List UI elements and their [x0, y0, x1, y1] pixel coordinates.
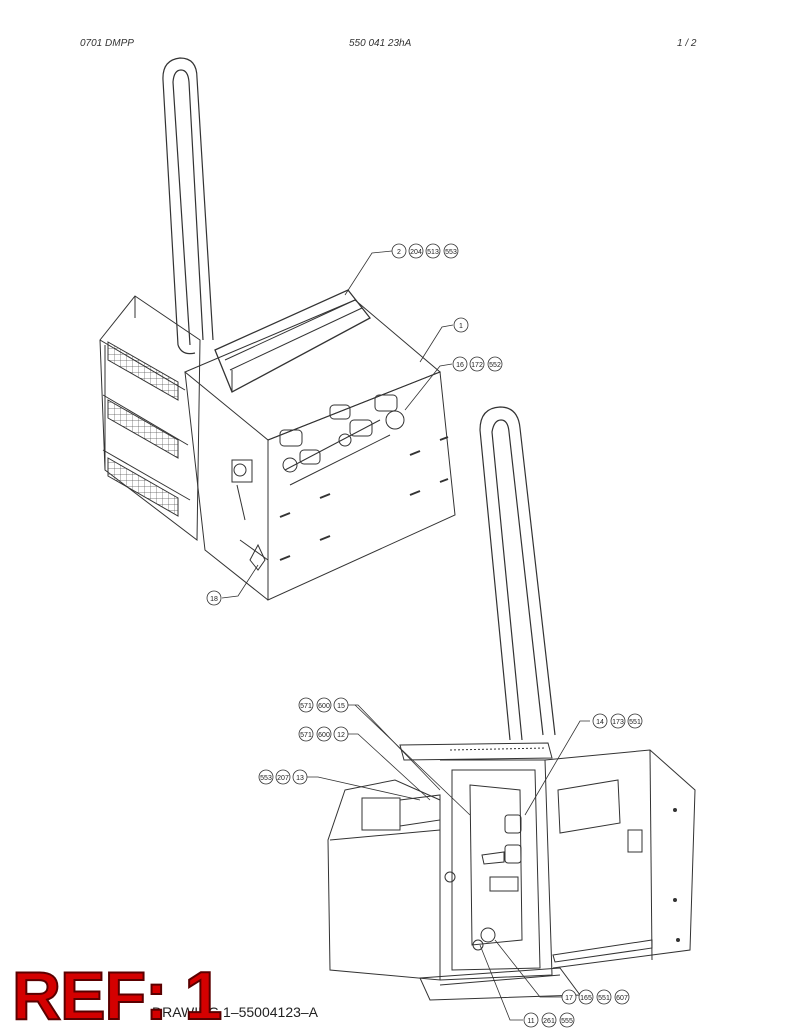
balloon-551-b — [596, 989, 612, 1005]
balloon-16-label: 16 — [456, 362, 464, 369]
drawing-number: DRAWING 1–55004123–A — [152, 1004, 319, 1020]
balloon-label: 600 — [318, 732, 330, 739]
balloon-label: 14 — [596, 719, 604, 726]
balloon-207 — [275, 769, 291, 785]
balloon-172 — [469, 356, 485, 372]
balloon-label: 571 — [300, 703, 312, 710]
balloon-607 — [614, 989, 630, 1005]
balloon-18-label: 18 — [210, 596, 218, 603]
balloon-600-a — [316, 697, 332, 713]
ref-stamp: REF: 1 — [11, 958, 223, 1034]
balloon-1-label: 1 — [459, 323, 463, 330]
balloon-2-label: 2 — [397, 249, 401, 256]
balloon-16 — [452, 356, 468, 372]
header-left-code: 0701 DMPP — [80, 38, 134, 49]
lower-left-box — [327, 779, 441, 981]
balloon-261 — [541, 1012, 557, 1028]
balloon-571-a — [298, 697, 314, 713]
balloon-label: 607 — [616, 995, 628, 1002]
balloon-label: 12 — [337, 732, 345, 739]
balloon-551-a — [627, 713, 643, 729]
balloon-165 — [578, 989, 594, 1005]
balloon-172-label: 172 — [471, 362, 483, 369]
lower-leaders — [307, 704, 590, 1021]
upper-leaders — [221, 250, 454, 599]
balloon-13 — [292, 769, 308, 785]
balloon-15 — [333, 697, 349, 713]
balloon-513 — [425, 243, 441, 259]
balloon-label: 551 — [629, 719, 641, 726]
balloon-553 — [258, 769, 274, 785]
upper-side-rack — [99, 295, 201, 541]
balloon-label: 261 — [543, 1018, 555, 1025]
balloon-513-label: 513 — [427, 249, 439, 256]
balloon-label: 17 — [565, 995, 573, 1002]
balloon-17 — [561, 989, 577, 1005]
balloon-label: 165 — [580, 995, 592, 1002]
balloon-label: 13 — [296, 775, 304, 782]
lower-right-door — [544, 749, 696, 969]
balloon-14 — [592, 713, 608, 729]
balloon-553-label: 553 — [445, 249, 457, 256]
balloon-571-b — [298, 726, 314, 742]
balloon-12 — [333, 726, 349, 742]
valve-bank — [231, 394, 405, 521]
lower-assembly-view — [307, 406, 696, 1021]
balloon-173 — [610, 713, 626, 729]
balloon-label: 571 — [300, 732, 312, 739]
upper-assembly-view — [99, 57, 456, 601]
balloon-label: 15 — [337, 703, 345, 710]
balloon-label: 553 — [260, 775, 272, 782]
balloon-11 — [523, 1012, 539, 1028]
balloon-group-upper — [206, 243, 503, 606]
balloon-555 — [559, 1012, 575, 1028]
balloon-553 — [443, 243, 459, 259]
lower-handle — [479, 406, 556, 741]
balloon-552-label: 552 — [489, 362, 501, 369]
balloon-2 — [391, 243, 407, 259]
balloon-label: 551 — [598, 995, 610, 1002]
balloon-552 — [487, 356, 503, 372]
balloon-204-label: 204 — [410, 249, 422, 256]
balloon-1 — [453, 317, 469, 333]
balloon-204 — [408, 243, 424, 259]
balloon-label: 173 — [612, 719, 624, 726]
header-page-number: 1 / 2 — [677, 38, 697, 49]
housing-slots — [279, 436, 449, 561]
balloon-label: 11 — [527, 1018, 534, 1025]
balloon-18 — [206, 590, 222, 606]
balloon-600-b — [316, 726, 332, 742]
lower-center-cabinet — [439, 759, 553, 981]
upper-handle — [162, 57, 214, 355]
balloon-label: 207 — [277, 775, 289, 782]
header-part-number: 550 041 23hA — [349, 38, 412, 49]
balloon-label: 600 — [318, 703, 330, 710]
balloon-label: 555 — [561, 1018, 573, 1025]
upper-housing — [184, 289, 456, 601]
